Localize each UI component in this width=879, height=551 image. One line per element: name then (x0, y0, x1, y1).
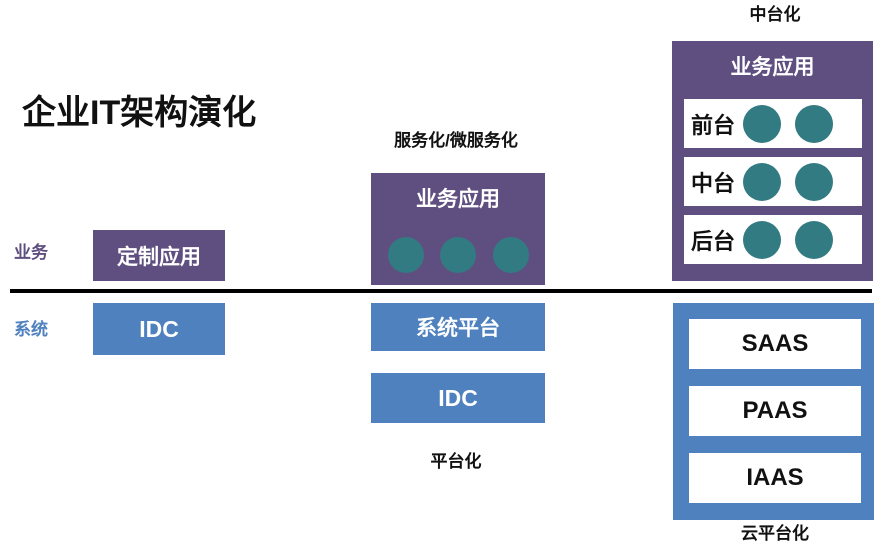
tier-dots (743, 220, 834, 259)
cloud-layer-saas: SAAS (689, 319, 861, 369)
service-dot-icon (795, 220, 834, 259)
stage2-idc-box: IDC (371, 373, 545, 423)
service-dot-icon (492, 237, 529, 273)
tier-row: 前台 (684, 99, 862, 148)
row-label-business: 业务 (14, 243, 48, 262)
stage2-caption-bottom: 平台化 (430, 452, 482, 471)
tier-label: 中台 (691, 170, 736, 196)
stage3-caption-bottom: 云平台化 (741, 524, 809, 543)
page-title: 企业IT架构演化 (22, 94, 257, 132)
tier-row: 后台 (684, 215, 862, 264)
stage2-system-platform-box: 系统平台 (371, 303, 545, 351)
tier-dots (743, 104, 834, 143)
service-dot-icon (795, 104, 834, 143)
stage2-caption-top: 服务化/微服务化 (394, 131, 518, 150)
service-dot-icon (387, 237, 424, 273)
stage1-business-box: 定制应用 (93, 230, 225, 281)
cloud-layer-iaas: IAAS (689, 453, 861, 503)
tier-dots (743, 162, 834, 201)
stage3-caption-top: 中台化 (749, 5, 801, 24)
stage3-business-application-box: 业务应用 前台 中台 后台 (672, 41, 873, 281)
stage3-business-box-title: 业务应用 (730, 56, 815, 79)
stage2-service-dots (371, 237, 545, 273)
stage1-system-box: IDC (93, 303, 225, 355)
tier-label: 后台 (691, 228, 736, 254)
tier-label: 前台 (691, 112, 736, 138)
stage2-business-application-box: 业务应用 (371, 173, 545, 285)
cloud-layer-paas: PAAS (689, 386, 861, 436)
stage2-business-box-title: 业务应用 (416, 188, 500, 211)
layer-divider (10, 289, 872, 293)
service-dot-icon (440, 237, 476, 273)
service-dot-icon (743, 220, 782, 259)
service-dot-icon (743, 104, 782, 143)
tier-row: 中台 (684, 157, 862, 206)
stage3-cloud-platform-box: SAAS PAAS IAAS (673, 303, 874, 520)
service-dot-icon (743, 162, 782, 201)
service-dot-icon (795, 162, 834, 201)
row-label-system: 系统 (14, 320, 48, 339)
